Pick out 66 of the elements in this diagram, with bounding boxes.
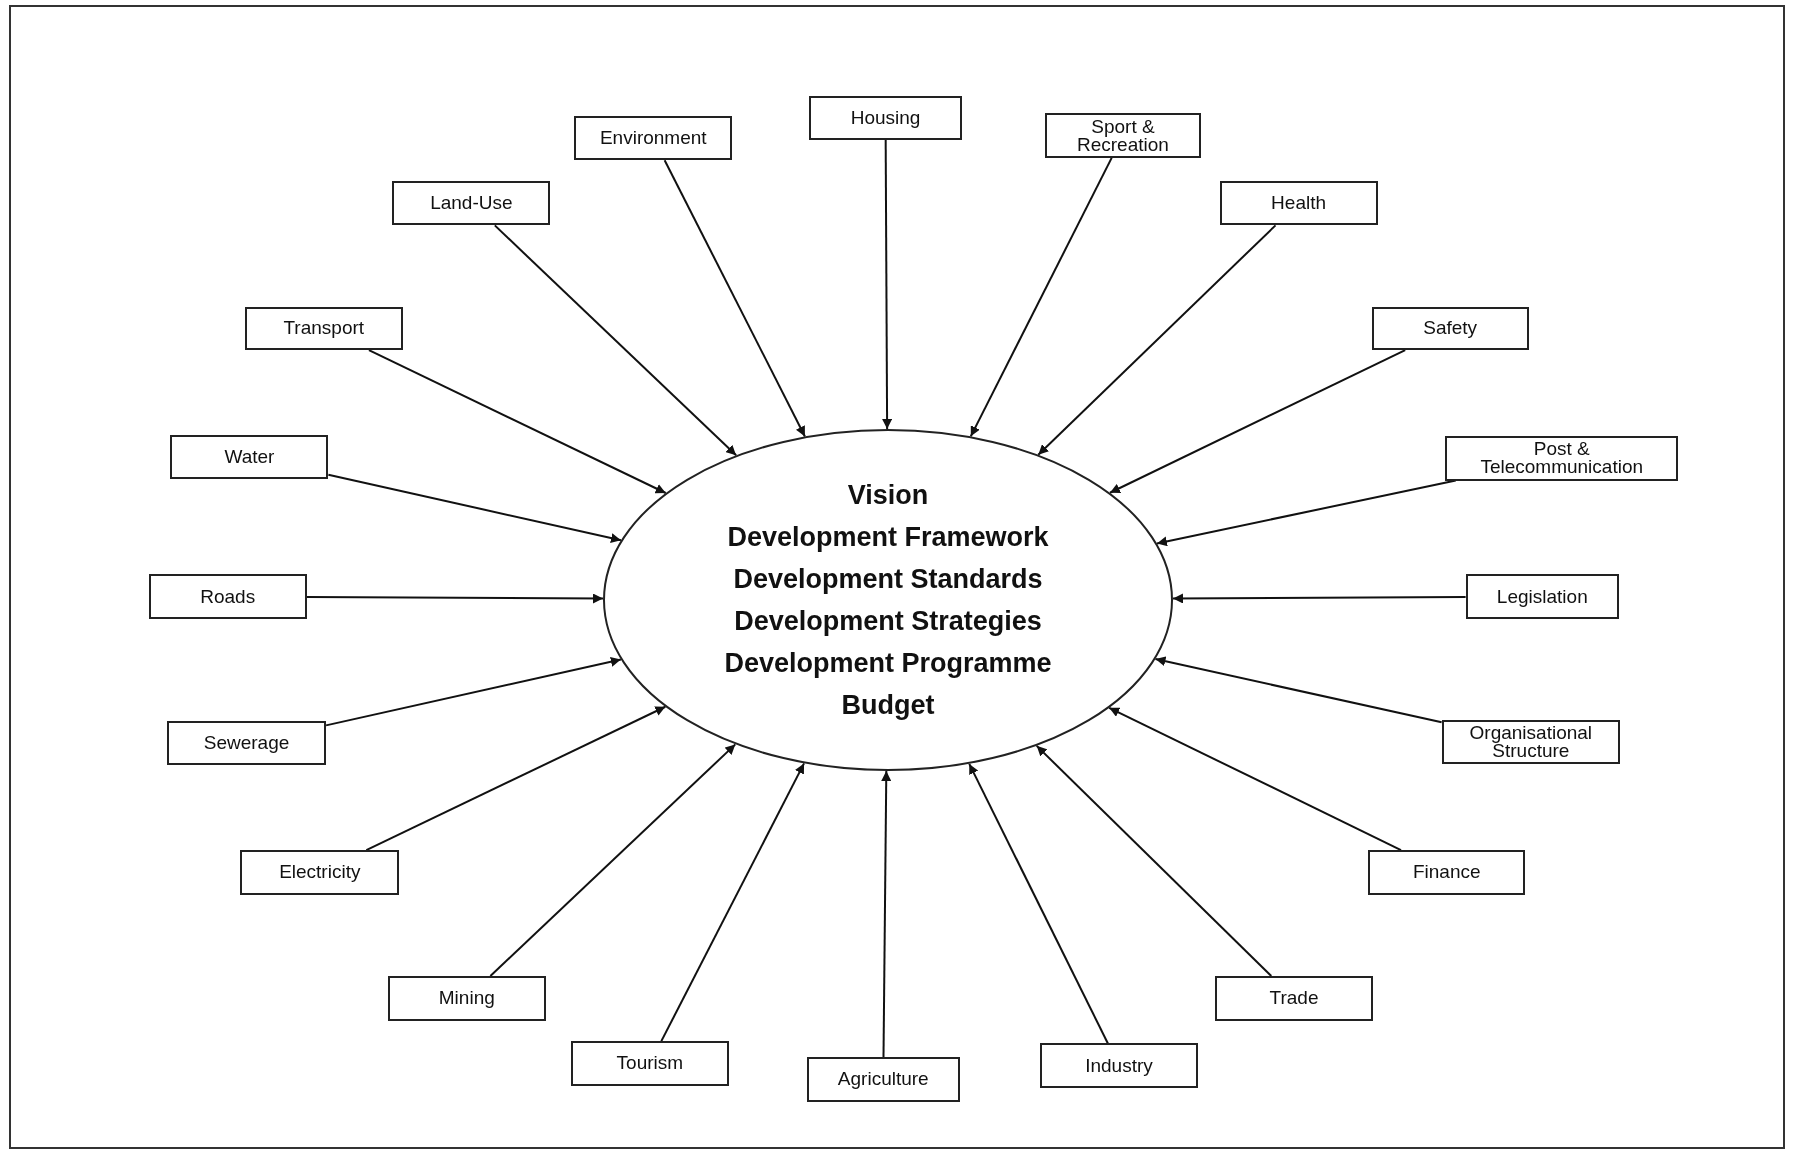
box-label: Transport [283,319,365,338]
arrow [660,762,806,1043]
topic-box [1441,719,1621,765]
ellipse-text-line: Budget [841,689,935,722]
topic-box [387,975,546,1021]
ellipse-text-line: Development Standards [733,563,1043,596]
topic-box [170,434,329,480]
box-label: Industry [1085,1056,1153,1075]
topic-box [148,574,307,619]
arrow [1108,706,1402,852]
box-label: Environment [599,128,707,147]
arrow [367,349,667,494]
box-label: Agriculture [837,1070,929,1089]
topic-box [806,1057,960,1102]
arrow [1035,744,1273,977]
ellipse-text-line: Vision [847,479,929,512]
box-label: Water [224,448,275,467]
arrow [1154,656,1443,724]
ellipse-text-line: Development Framework [727,521,1049,554]
box-label: Housing [850,108,921,127]
topic-box [244,306,403,351]
arrow [365,705,667,852]
topic-box [1215,975,1373,1021]
arrow [1172,593,1467,604]
topic-box [1040,1043,1198,1089]
arrow [663,159,806,438]
box-label: Safety [1423,319,1478,338]
box-label: Roads [200,587,256,606]
box-label: Land-Use [430,194,513,213]
box-label: Health [1271,194,1327,213]
arrow [882,138,893,430]
arrow [1037,224,1277,456]
arrow [968,762,1109,1045]
topic-box [1044,113,1202,158]
arrow [305,593,604,604]
box-label: Organisational Structure [1468,723,1594,760]
topic-box [808,96,963,140]
topic-box [167,720,327,766]
arrow [325,656,622,727]
ellipse-text-line: Development Strategies [734,605,1042,638]
box-label: Legislation [1496,587,1588,606]
arrow [493,224,738,457]
topic-box [1371,306,1529,351]
topic-box [1368,850,1526,895]
box-label: Sewerage [203,734,290,753]
box-label: Finance [1412,863,1481,882]
topic-box [1219,180,1378,226]
arrow [489,743,737,977]
box-label: Sport & Recreation [1076,117,1170,154]
topic-box [570,1041,729,1086]
arrow [327,473,622,543]
arrow [1108,349,1407,494]
box-label: Post & Telecommunication [1479,440,1645,477]
arrow [881,770,892,1059]
box-label: Mining [438,989,495,1008]
topic-box [240,850,400,895]
box-label: Tourism [616,1054,684,1073]
topic-box [1445,435,1679,481]
arrow [1155,479,1457,547]
topic-box [1465,574,1619,619]
ellipse-text-line: Development Programme [724,647,1052,680]
box-label: Trade [1269,989,1319,1008]
topic-box [574,115,733,161]
box-label: Electricity [279,863,361,882]
topic-box [392,180,551,226]
arrow [969,156,1113,438]
